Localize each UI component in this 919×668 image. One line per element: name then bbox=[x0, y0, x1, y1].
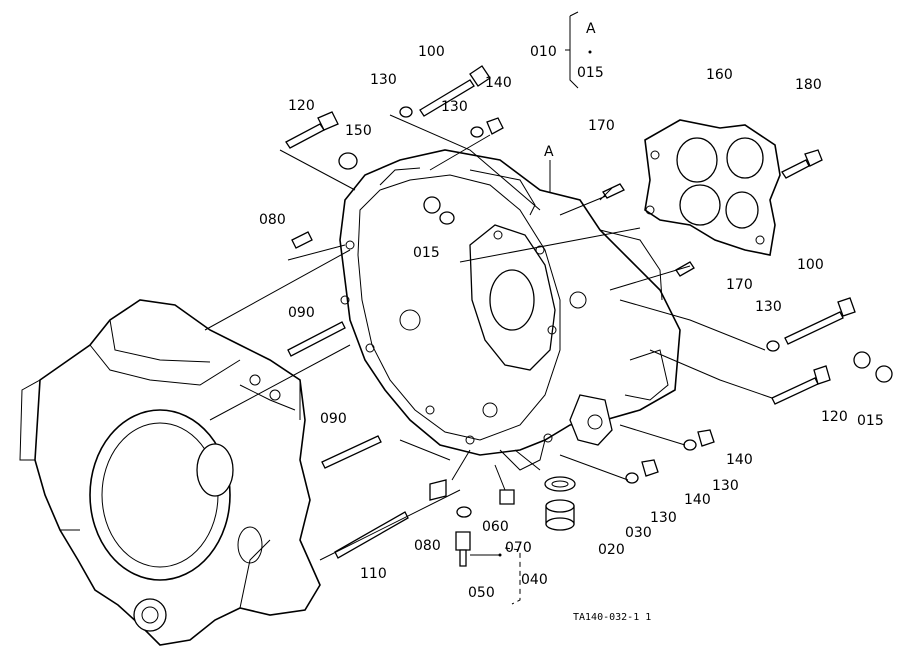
label-130-right-low: 130 bbox=[712, 478, 739, 494]
label-140-low: 140 bbox=[684, 492, 711, 508]
label-150: 150 bbox=[345, 123, 372, 139]
label-a-key: A bbox=[586, 21, 596, 37]
label-080-top: 080 bbox=[259, 212, 286, 228]
label-015-mid: 015 bbox=[413, 245, 440, 261]
part-labels: 010 015 A A 100 130 140 130 120 150 080 … bbox=[259, 21, 884, 623]
left-housing bbox=[19, 299, 321, 646]
label-180: 180 bbox=[795, 77, 822, 93]
group-dot bbox=[498, 553, 502, 557]
label-090-lower: 090 bbox=[320, 411, 347, 427]
label-030: 030 bbox=[625, 525, 652, 541]
label-130-top: 130 bbox=[370, 72, 397, 88]
label-120-right: 120 bbox=[821, 409, 848, 425]
label-110: 110 bbox=[360, 566, 387, 582]
label-120-top: 120 bbox=[288, 98, 315, 114]
label-040: 040 bbox=[521, 572, 548, 588]
label-160: 160 bbox=[706, 67, 733, 83]
label-130-low: 130 bbox=[650, 510, 677, 526]
label-140-right: 140 bbox=[726, 452, 753, 468]
leader-lines bbox=[204, 11, 773, 605]
label-170-right: 170 bbox=[726, 277, 753, 293]
label-130-right: 130 bbox=[755, 299, 782, 315]
drawing-reference: TA140-032-1 1 bbox=[573, 612, 651, 623]
label-050: 050 bbox=[468, 585, 495, 601]
clutch-housing bbox=[339, 149, 681, 471]
label-015-right: 015 bbox=[857, 413, 884, 429]
label-a-housing: A bbox=[544, 144, 554, 160]
label-130-mid: 130 bbox=[441, 99, 468, 115]
hardware-parts bbox=[285, 65, 893, 567]
label-020: 020 bbox=[598, 542, 625, 558]
key-dot bbox=[588, 50, 592, 54]
label-010: 010 bbox=[530, 44, 557, 60]
label-100-top: 100 bbox=[418, 44, 445, 60]
label-070: 070 bbox=[505, 540, 532, 556]
label-170-top: 170 bbox=[588, 118, 615, 134]
label-060: 060 bbox=[482, 519, 509, 535]
label-090-upper: 090 bbox=[288, 305, 315, 321]
label-015-top: 015 bbox=[577, 65, 604, 81]
label-140-top: 140 bbox=[485, 75, 512, 91]
cover-bracket-160 bbox=[644, 119, 781, 256]
label-080-low: 080 bbox=[414, 538, 441, 554]
label-100-right: 100 bbox=[797, 257, 824, 273]
